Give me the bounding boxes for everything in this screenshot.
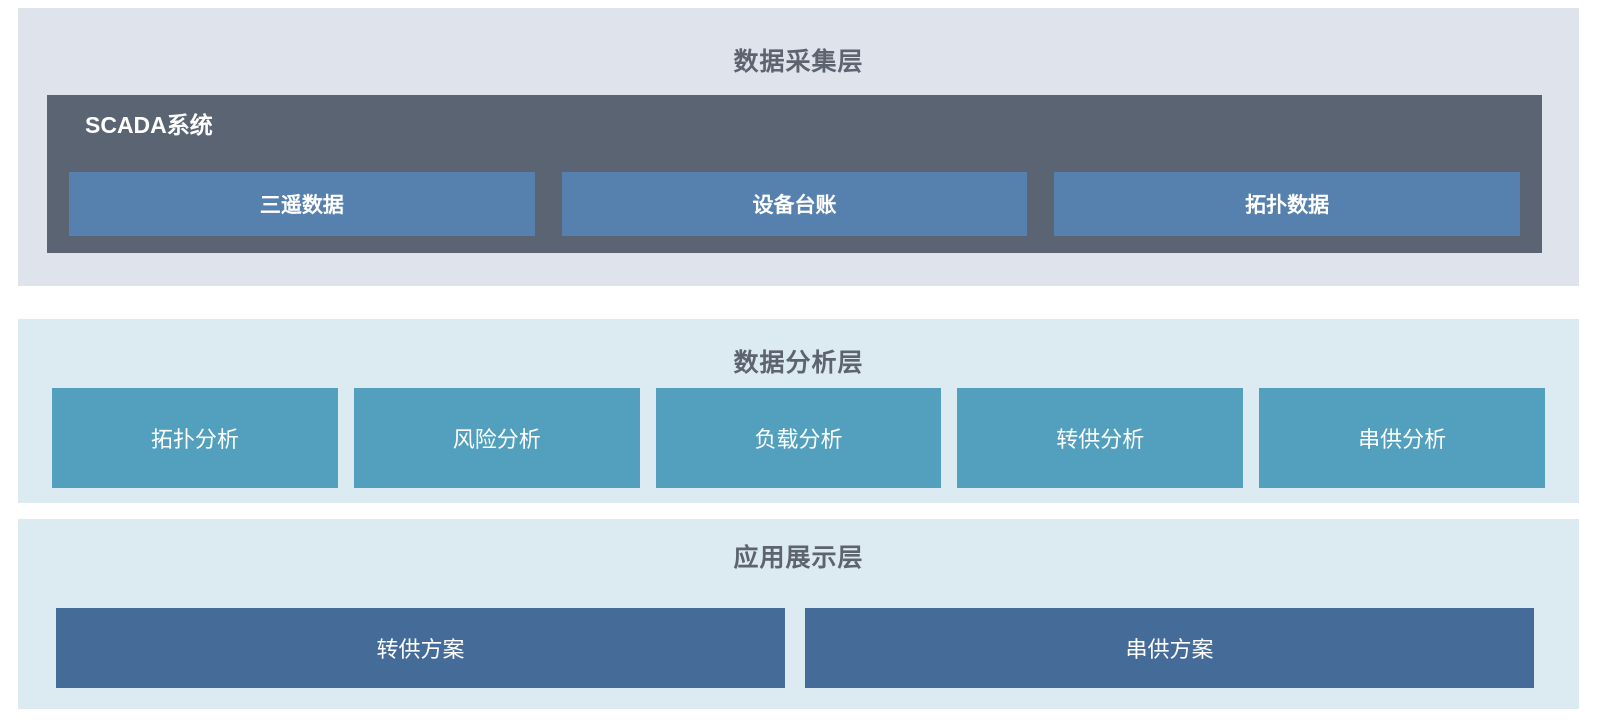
scada-system-group: SCADA系统 三遥数据 设备台账 拓扑数据 xyxy=(47,95,1542,253)
application-item-row: 转供方案 串供方案 xyxy=(56,608,1534,688)
analysis-item-transfer-supply[interactable]: 转供分析 xyxy=(957,388,1244,488)
scada-item-equipment-ledger[interactable]: 设备台账 xyxy=(561,172,1028,236)
scada-system-label: SCADA系统 xyxy=(85,112,213,138)
analysis-item-load[interactable]: 负载分析 xyxy=(655,388,942,488)
analysis-item-series-supply[interactable]: 串供分析 xyxy=(1259,388,1545,488)
analysis-item-risk[interactable]: 风险分析 xyxy=(353,388,640,488)
layer-title-application-presentation: 应用展示层 xyxy=(733,544,864,572)
layer-title-data-collection: 数据采集层 xyxy=(733,48,864,76)
analysis-item-row: 拓扑分析 风险分析 负载分析 转供分析 串供分析 xyxy=(52,388,1545,488)
scada-item-topology-data[interactable]: 拓扑数据 xyxy=(1054,172,1521,236)
analysis-item-topology[interactable]: 拓扑分析 xyxy=(52,388,338,488)
scada-item-row: 三遥数据 设备台账 拓扑数据 xyxy=(69,172,1521,236)
application-item-transfer-supply-plan[interactable]: 转供方案 xyxy=(56,608,785,688)
layer-title-data-analysis: 数据分析层 xyxy=(733,349,864,377)
scada-item-sanyao-data[interactable]: 三遥数据 xyxy=(69,172,535,236)
layer-data-analysis: 数据分析层 拓扑分析 风险分析 负载分析 转供分析 串供分析 xyxy=(18,319,1579,503)
layer-data-collection: 数据采集层 SCADA系统 三遥数据 设备台账 拓扑数据 xyxy=(18,8,1579,286)
layer-application-presentation: 应用展示层 转供方案 串供方案 xyxy=(18,519,1579,709)
application-item-series-supply-plan[interactable]: 串供方案 xyxy=(805,608,1534,688)
